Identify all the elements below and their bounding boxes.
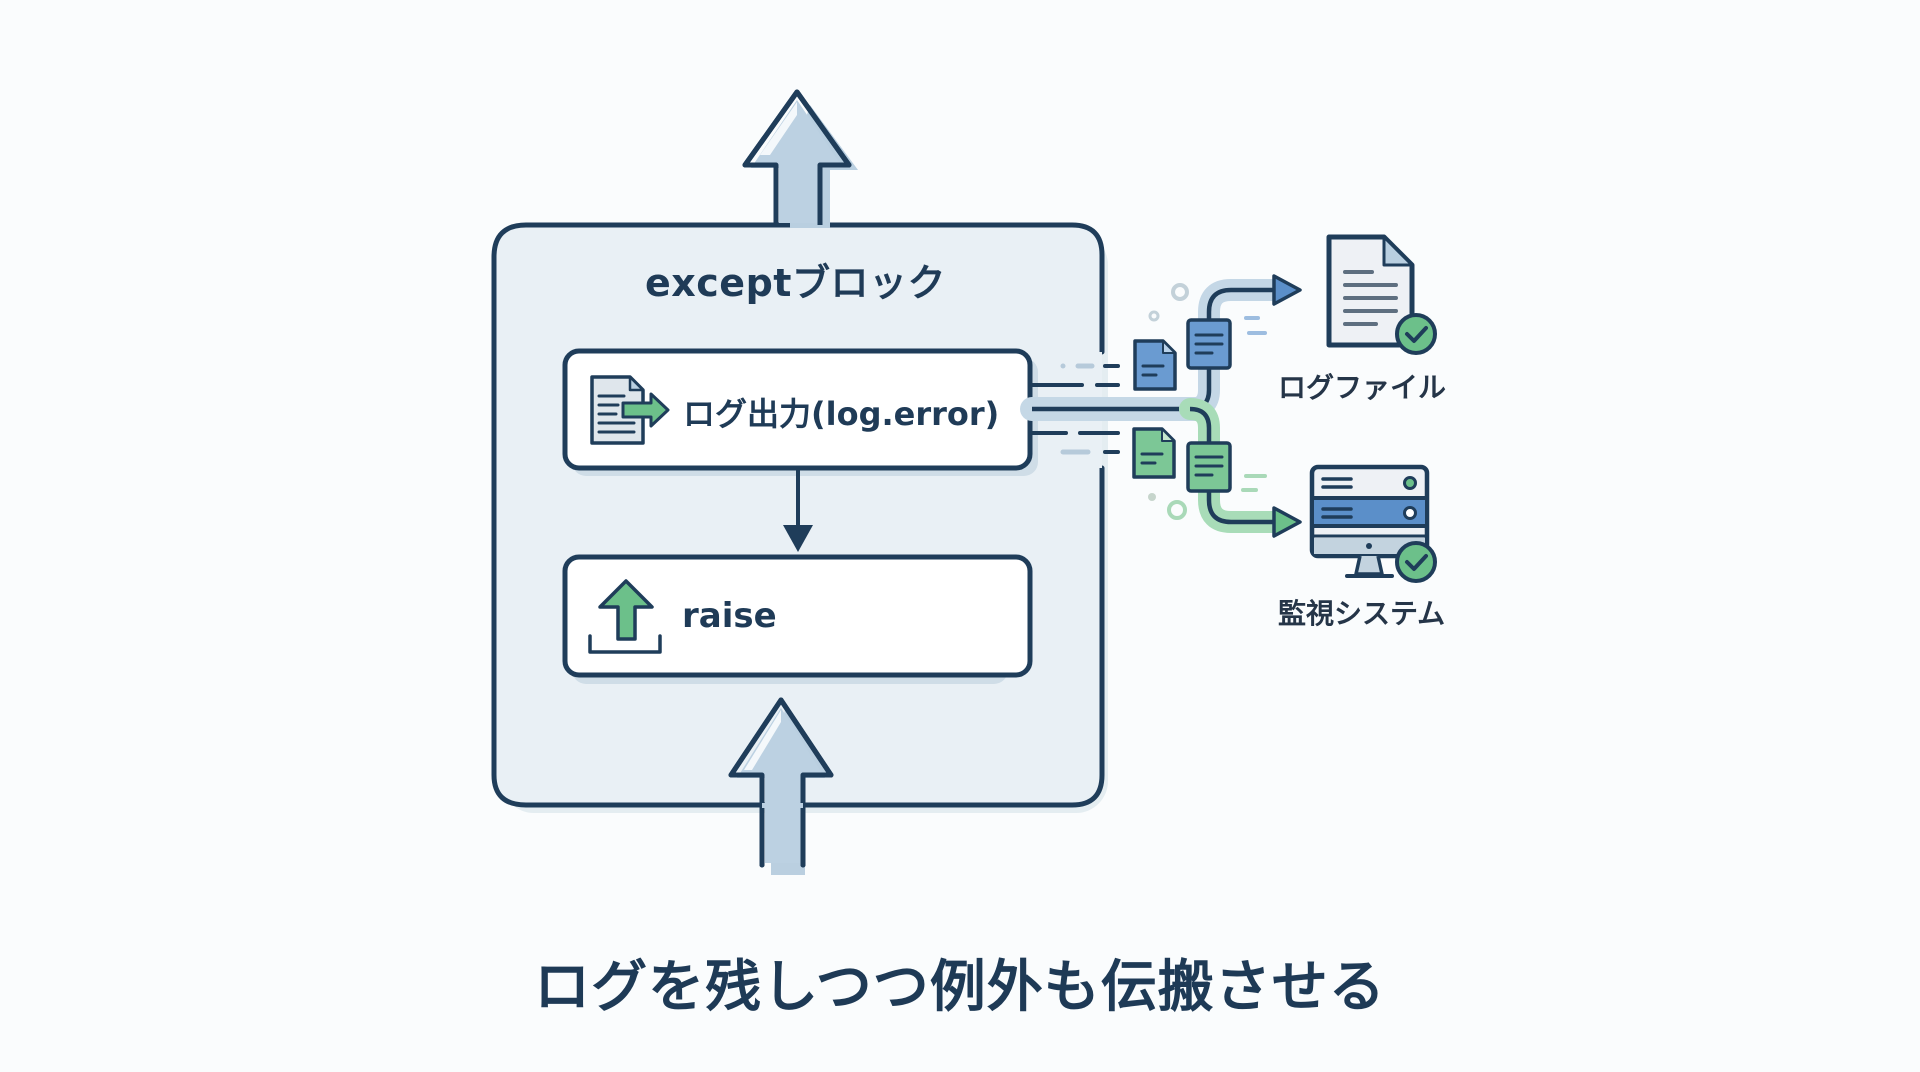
check-circle-icon — [1395, 313, 1437, 355]
check-circle-icon — [1395, 541, 1437, 583]
green-doc-icon — [1132, 427, 1176, 479]
raise-step-box — [562, 554, 1033, 684]
blue-doc-icon — [1133, 339, 1177, 391]
diagram-caption: ログを残しつつ例外も伝搬させる — [534, 955, 1386, 1020]
log-file-icon — [1326, 234, 1437, 355]
log-file-label: ログファイル — [1278, 371, 1447, 404]
log-output-icon — [590, 375, 670, 445]
exception-in-arrow — [728, 697, 834, 875]
flow-down-arrow — [783, 470, 813, 552]
monitor-branch — [1148, 398, 1302, 538]
upload-raise-icon — [588, 579, 662, 654]
green-message-card-icon — [1186, 441, 1232, 493]
monitor-server-icon — [1309, 464, 1437, 583]
monitor-system-label: 監視システム — [1278, 597, 1446, 630]
exception-propagate-arrow — [742, 89, 858, 228]
blue-message-card-icon — [1186, 318, 1232, 370]
except-block-title: exceptブロック — [645, 261, 946, 305]
except-container — [491, 222, 1108, 813]
log-step-label: ログ出力(log.error) — [683, 395, 1000, 433]
raise-step-label: raise — [682, 596, 777, 636]
log-output-connector — [1020, 363, 1207, 455]
log-step-box — [562, 348, 1038, 476]
